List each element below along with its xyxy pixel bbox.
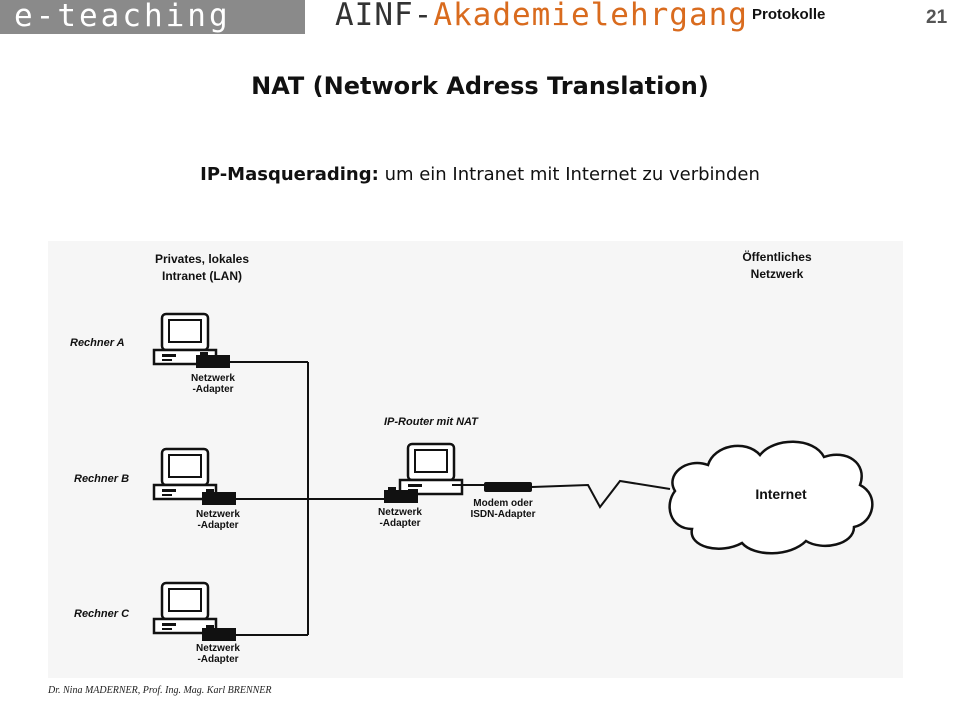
section-label: Protokolle bbox=[752, 6, 826, 23]
adapter-b-line2: -Adapter bbox=[197, 520, 238, 531]
public-heading-line1: Öffentliches bbox=[742, 249, 812, 264]
course-title: AINF-Akademielehrgang bbox=[335, 0, 748, 33]
brand-text: e-teaching bbox=[14, 0, 231, 34]
internet-cloud bbox=[668, 440, 874, 555]
lan-cabling bbox=[230, 361, 671, 636]
modem-line1: Modem oder bbox=[473, 498, 533, 509]
brand-logo: e-teaching bbox=[0, 0, 305, 34]
label-router: IP-Router mit NAT bbox=[384, 416, 479, 428]
course-name: Akademielehrgang bbox=[433, 0, 748, 33]
adapter-b-icon bbox=[202, 489, 236, 505]
label-rechner-c: Rechner C bbox=[74, 608, 130, 620]
adapter-router-line2: -Adapter bbox=[379, 518, 420, 529]
slide-subtitle: IP-Masquerading: um ein Intranet mit Int… bbox=[0, 164, 960, 185]
modem-line2: ISDN-Adapter bbox=[470, 509, 535, 520]
lan-heading-line1: Privates, lokales bbox=[155, 252, 249, 266]
label-rechner-a: Rechner A bbox=[70, 337, 125, 349]
adapter-router-line1: Netzwerk bbox=[378, 507, 422, 518]
diagram-canvas: Privates, lokales Intranet (LAN) Öffentl… bbox=[70, 249, 874, 665]
slide-title: NAT (Network Adress Translation) bbox=[251, 72, 709, 100]
adapter-c-icon bbox=[202, 625, 236, 641]
adapter-a-line2: -Adapter bbox=[192, 384, 233, 395]
router-computer-icon bbox=[398, 442, 464, 496]
adapter-c-line1: Netzwerk bbox=[196, 643, 240, 654]
subtitle-term: IP-Masquerading: bbox=[200, 164, 379, 185]
lan-heading-line2: Intranet (LAN) bbox=[162, 269, 242, 283]
modem-icon bbox=[484, 482, 532, 492]
adapter-b-line1: Netzwerk bbox=[196, 509, 240, 520]
footer-authors: Dr. Nina MADERNER, Prof. Ing. Mag. Karl … bbox=[48, 685, 272, 696]
course-prefix: AINF- bbox=[335, 0, 434, 33]
internet-label: Internet bbox=[755, 486, 807, 502]
subtitle-text: um ein Intranet mit Internet zu verbinde… bbox=[384, 164, 760, 185]
adapter-a-line1: Netzwerk bbox=[191, 373, 235, 384]
label-rechner-b: Rechner B bbox=[74, 473, 129, 485]
public-heading-line2: Netzwerk bbox=[751, 267, 804, 281]
adapter-c-line2: -Adapter bbox=[197, 654, 238, 665]
nat-diagram: Privates, lokales Intranet (LAN) Öffentl… bbox=[48, 241, 903, 678]
page-number: 21 bbox=[926, 7, 948, 28]
